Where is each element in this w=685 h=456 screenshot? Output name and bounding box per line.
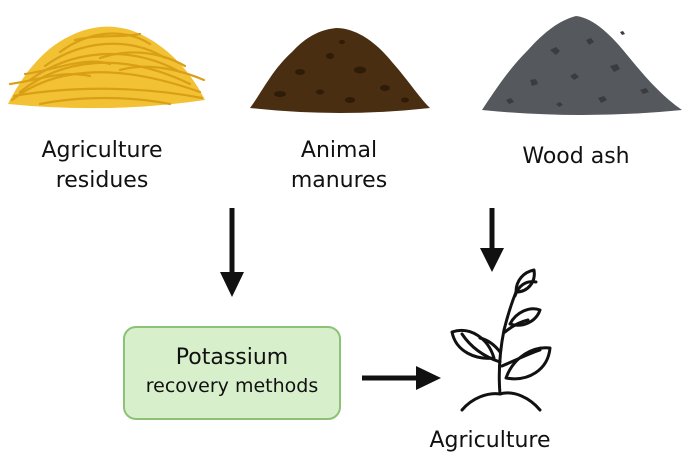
label-line: Wood ash xyxy=(522,144,630,169)
arrow-residues-to-process xyxy=(220,208,244,297)
label-agriculture-residues: Agriculture residues xyxy=(0,136,204,196)
label-line: Agriculture xyxy=(41,138,163,163)
manure-pile-icon xyxy=(250,28,430,113)
label-line: residues xyxy=(55,168,149,193)
ash-pile-icon xyxy=(482,16,682,115)
arrow-ash-to-agriculture xyxy=(480,208,504,272)
label-line: Animal xyxy=(300,138,378,163)
process-subtitle: recovery methods xyxy=(145,375,319,397)
process-title: Potassium xyxy=(175,345,289,370)
process-box xyxy=(123,326,341,420)
label-wood-ash: Wood ash xyxy=(496,142,656,172)
label-line: manures xyxy=(290,168,388,193)
plant-seedling-icon xyxy=(450,268,552,412)
label-animal-manures: Animal manures xyxy=(256,136,422,196)
arrow-process-to-agriculture xyxy=(362,366,441,390)
label-agriculture: Agriculture xyxy=(429,428,551,453)
straw-pile-icon xyxy=(8,26,206,109)
